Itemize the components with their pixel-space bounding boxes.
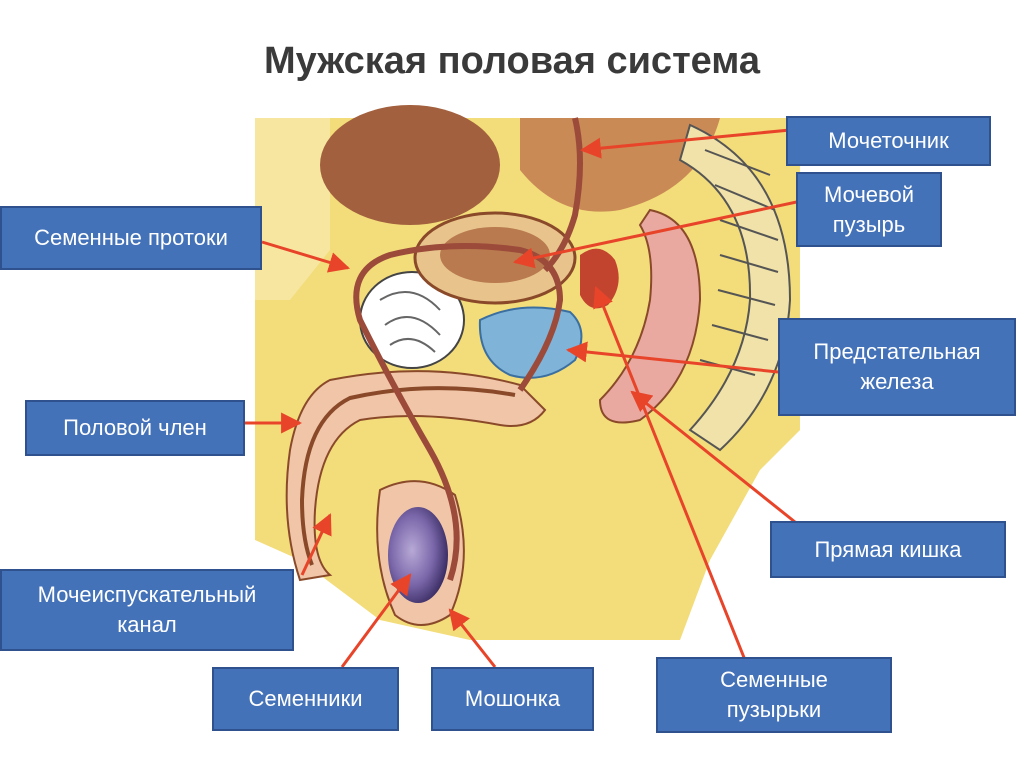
vas-deferens	[353, 243, 564, 581]
label-prostate: Предстательная железа	[778, 318, 1016, 416]
intestine	[320, 105, 500, 225]
testis	[388, 507, 448, 603]
label-ureter: Мочеточник	[786, 116, 991, 166]
label-rectum: Прямая кишка	[770, 521, 1006, 578]
page-title: Мужская половая система	[263, 40, 761, 82]
label-bladder: Мочевой пузырь	[796, 172, 942, 247]
ureter	[542, 117, 583, 273]
arrow-seminal-vesicles	[593, 286, 747, 661]
arrow-testes	[340, 573, 412, 668]
pointer-arrows	[245, 128, 807, 668]
urethra	[299, 386, 516, 566]
label-seminal-vesicles: Семенные пузырьки	[656, 657, 892, 733]
arrow-bladder	[512, 198, 807, 269]
spine	[678, 123, 792, 452]
label-penis: Половой член	[25, 400, 245, 456]
arrow-prostate	[565, 341, 779, 374]
label-scrotum: Мошонка	[431, 667, 594, 731]
arrow-scrotum	[448, 608, 497, 668]
label-urethra: Мочеиспускательный канал	[0, 569, 294, 651]
arrow-ureter	[579, 128, 791, 159]
label-vas-deferens: Семенные протоки	[0, 206, 262, 270]
rectum	[598, 208, 702, 424]
arrow-vas-deferens	[261, 240, 351, 273]
arrow-rectum	[630, 390, 796, 524]
arrow-urethra	[300, 513, 332, 576]
label-testes: Семенники	[212, 667, 399, 731]
